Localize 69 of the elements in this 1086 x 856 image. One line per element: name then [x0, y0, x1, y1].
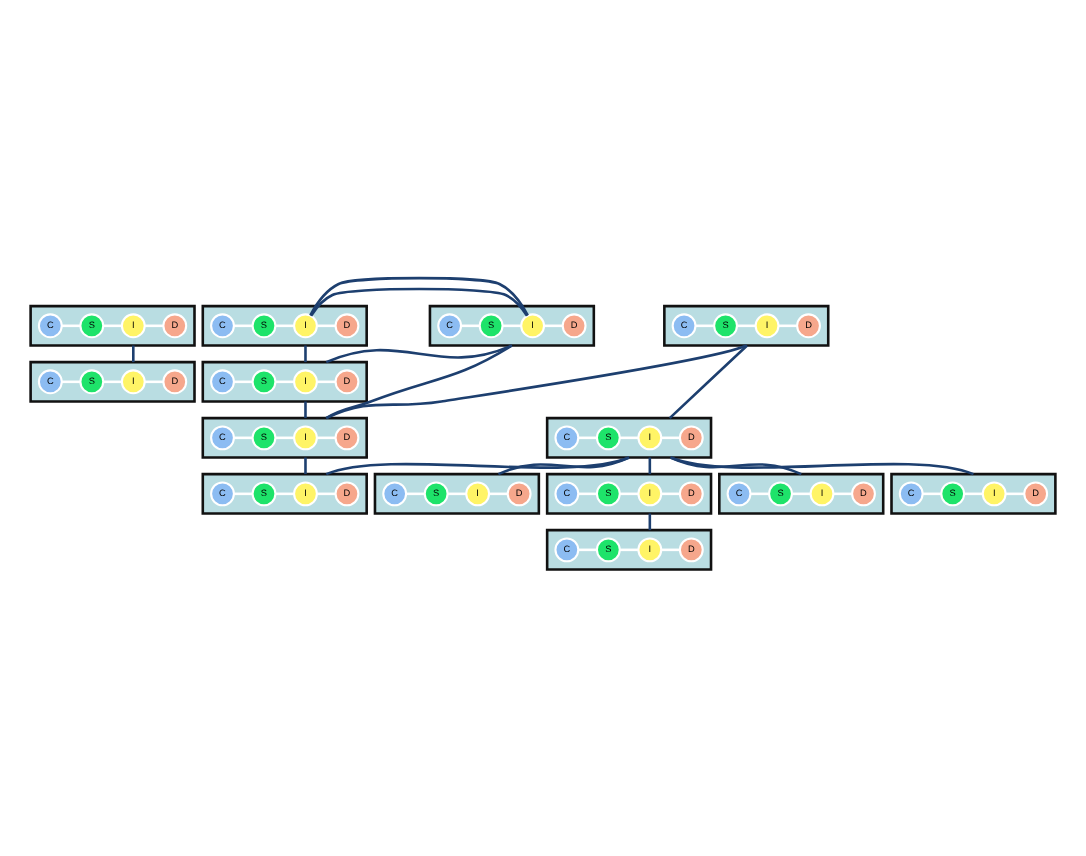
- cluster: [663, 304, 830, 347]
- connector: [103, 380, 122, 384]
- connector: [792, 492, 811, 496]
- connector: [317, 380, 336, 384]
- connector: [661, 436, 680, 440]
- connector: [661, 548, 680, 552]
- connector: [620, 492, 639, 496]
- connector: [144, 324, 164, 328]
- connector: [234, 324, 253, 328]
- connector: [964, 492, 983, 496]
- cluster: [545, 416, 713, 459]
- cluster: [29, 360, 196, 403]
- connector: [103, 324, 122, 328]
- cluster: [890, 472, 1057, 515]
- cluster: [718, 472, 885, 515]
- connector: [275, 492, 294, 496]
- connector: [447, 492, 466, 496]
- connector: [497, 456, 630, 476]
- connector: [578, 548, 597, 552]
- connector: [325, 344, 747, 420]
- connector: [661, 492, 680, 496]
- connector: [317, 324, 336, 328]
- connector: [695, 324, 714, 328]
- connector: [737, 324, 756, 328]
- connector: [234, 380, 253, 384]
- connector: [489, 492, 508, 496]
- connector: [317, 492, 336, 496]
- connector: [144, 380, 164, 384]
- connector: [325, 344, 513, 420]
- connector: [304, 401, 307, 419]
- connector: [578, 436, 597, 440]
- connector: [317, 436, 336, 440]
- connector: [750, 492, 769, 496]
- cluster: [545, 528, 713, 571]
- connector: [502, 324, 521, 328]
- connector: [670, 456, 974, 476]
- connector: [1005, 492, 1025, 496]
- connector: [275, 436, 294, 440]
- connector: [325, 456, 630, 476]
- connector: [275, 380, 294, 384]
- connector: [275, 324, 294, 328]
- connector: [620, 436, 639, 440]
- connector: [668, 344, 748, 420]
- connector: [234, 436, 253, 440]
- connector: [461, 324, 480, 328]
- connector: [406, 492, 425, 496]
- connector: [833, 492, 852, 496]
- connector: [304, 345, 307, 363]
- connector: [620, 548, 639, 552]
- connector: [132, 345, 135, 363]
- connector: [578, 492, 597, 496]
- cluster: [201, 472, 368, 515]
- cluster: [201, 416, 368, 459]
- connector: [778, 324, 797, 328]
- cluster: [201, 304, 368, 347]
- connector: [234, 492, 253, 496]
- connector: [670, 456, 802, 476]
- cluster: [545, 472, 713, 515]
- cluster: [201, 360, 368, 403]
- connector: [922, 492, 942, 496]
- cluster: [373, 472, 541, 515]
- connector: [544, 324, 563, 328]
- connector: [62, 380, 81, 384]
- connector: [309, 276, 529, 317]
- cluster: [29, 304, 196, 347]
- connector: [325, 344, 513, 364]
- connector: [304, 457, 307, 475]
- cluster: [428, 304, 596, 347]
- connector: [62, 324, 81, 328]
